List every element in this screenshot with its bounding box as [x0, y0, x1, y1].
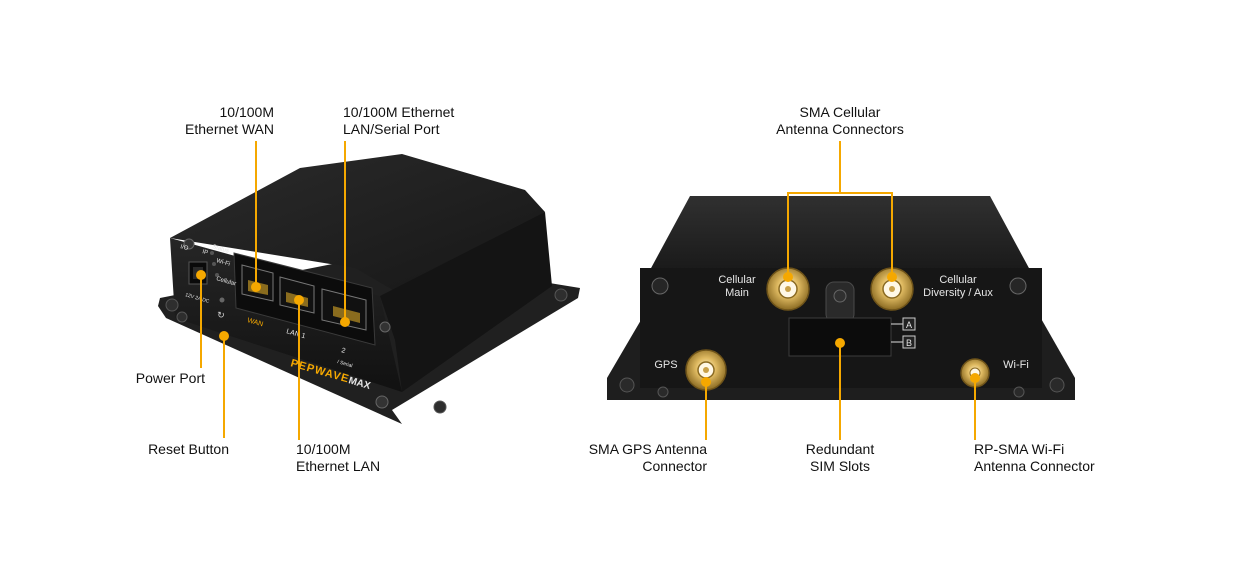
wifi-label: Wi-Fi	[1003, 359, 1029, 371]
cellular-aux-label-2: Diversity / Aux	[923, 287, 993, 299]
callout-sma-cellular-line1: SMA Cellular	[799, 104, 881, 120]
callout-dot	[196, 270, 206, 280]
callout-ethernet-lan-serial: 10/100M Ethernet LAN/Serial Port	[343, 104, 454, 138]
cellular-main-label-2: Main	[725, 287, 749, 299]
cellular-led	[215, 273, 219, 277]
label-serial: / Serial	[336, 359, 353, 369]
callout-ethernet-lan-serial-line2: LAN/Serial Port	[343, 121, 440, 137]
label-io: I/O	[179, 244, 189, 252]
router-front-view: ↻ I/O IP Status Wi-Fi Cellular 12V 2A DC…	[158, 154, 580, 424]
callout-dot	[701, 377, 711, 387]
reset-symbol-icon: ↻	[217, 310, 225, 320]
label-ip: IP	[201, 249, 208, 256]
callout-dot	[251, 282, 261, 292]
sim-a-label: A	[906, 320, 912, 330]
callout-sma-gps: SMA GPS Antenna Connector	[589, 441, 707, 475]
callout-rp-sma-wifi-line1: RP-SMA Wi-Fi	[974, 441, 1065, 457]
callout-sim-slots: Redundant SIM Slots	[780, 441, 900, 475]
wifi-led	[212, 262, 216, 266]
callout-ethernet-lan-line2: Ethernet LAN	[296, 458, 381, 474]
callout-dot	[294, 295, 304, 305]
callout-sma-gps-line1: SMA GPS Antenna	[588, 441, 707, 457]
callout-reset-button-line1: Reset Button	[148, 441, 229, 457]
flange-screw	[433, 400, 447, 414]
cellular-aux-label-1: Cellular	[939, 274, 977, 286]
callout-dot	[340, 317, 350, 327]
callout-dot	[970, 373, 980, 383]
callout-ethernet-lan-serial-line1: 10/100M Ethernet	[343, 104, 455, 120]
label-lan2: 2	[340, 347, 346, 355]
callout-ethernet-lan: 10/100M Ethernet LAN	[296, 441, 380, 475]
flange-screw	[176, 311, 188, 323]
sim-b-label: B	[906, 338, 912, 348]
rear-screw	[1009, 277, 1027, 295]
callout-dot	[219, 331, 229, 341]
callout-ethernet-wan-line2: Ethernet WAN	[185, 121, 274, 137]
flange-screw	[657, 386, 669, 398]
flange-screw	[619, 377, 635, 393]
callout-dot	[887, 272, 897, 282]
callout-dot	[835, 338, 845, 348]
callout-ethernet-wan: 10/100M Ethernet WAN	[185, 104, 274, 138]
flange-screw	[165, 298, 179, 312]
callout-lines	[200, 141, 976, 440]
callout-sim-slots-line2: SIM Slots	[810, 458, 870, 474]
cellular-main-label-1: Cellular	[718, 274, 756, 286]
callout-power-port: Power Port	[136, 370, 205, 387]
callout-dot	[783, 272, 793, 282]
sim-cover-screw	[833, 289, 847, 303]
callout-sim-slots-line1: Redundant	[805, 441, 875, 457]
callout-sma-gps-line2: Connector	[642, 458, 707, 474]
device-top-right	[650, 196, 1030, 270]
callout-ethernet-lan-line1: 10/100M	[296, 441, 351, 457]
rear-screw	[651, 277, 669, 295]
front-screw	[379, 321, 391, 333]
label-status: Status	[211, 244, 229, 254]
callout-rp-sma-wifi-line2: Antenna Connector	[974, 458, 1095, 474]
sim-b-label-box	[902, 335, 916, 349]
gps-label: GPS	[654, 359, 677, 371]
callout-sma-cellular: SMA Cellular Antenna Connectors	[760, 104, 920, 138]
label-wan: WAN	[246, 317, 263, 328]
sim-a-label-box	[902, 317, 916, 331]
cellular-aux-connector	[870, 267, 914, 311]
label-cellular: Cellular	[215, 276, 236, 287]
label-wifi: Wi-Fi	[215, 258, 230, 268]
flange-screw	[1013, 386, 1025, 398]
flange-screw	[554, 288, 568, 302]
device-side-left	[380, 212, 552, 392]
front-screw	[375, 395, 389, 409]
callout-sma-cellular-line2: Antenna Connectors	[776, 121, 904, 137]
callout-ethernet-wan-line1: 10/100M	[219, 104, 274, 120]
callout-reset-button: Reset Button	[148, 441, 229, 458]
status-led	[210, 251, 214, 255]
callout-rp-sma-wifi: RP-SMA Wi-Fi Antenna Connector	[974, 441, 1095, 475]
front-screw	[183, 238, 195, 250]
callout-dots	[196, 270, 980, 387]
flange-screw	[1049, 377, 1065, 393]
callout-power-port-line1: Power Port	[135, 370, 205, 386]
cellular-main-connector	[766, 267, 810, 311]
reset-button	[219, 297, 225, 303]
